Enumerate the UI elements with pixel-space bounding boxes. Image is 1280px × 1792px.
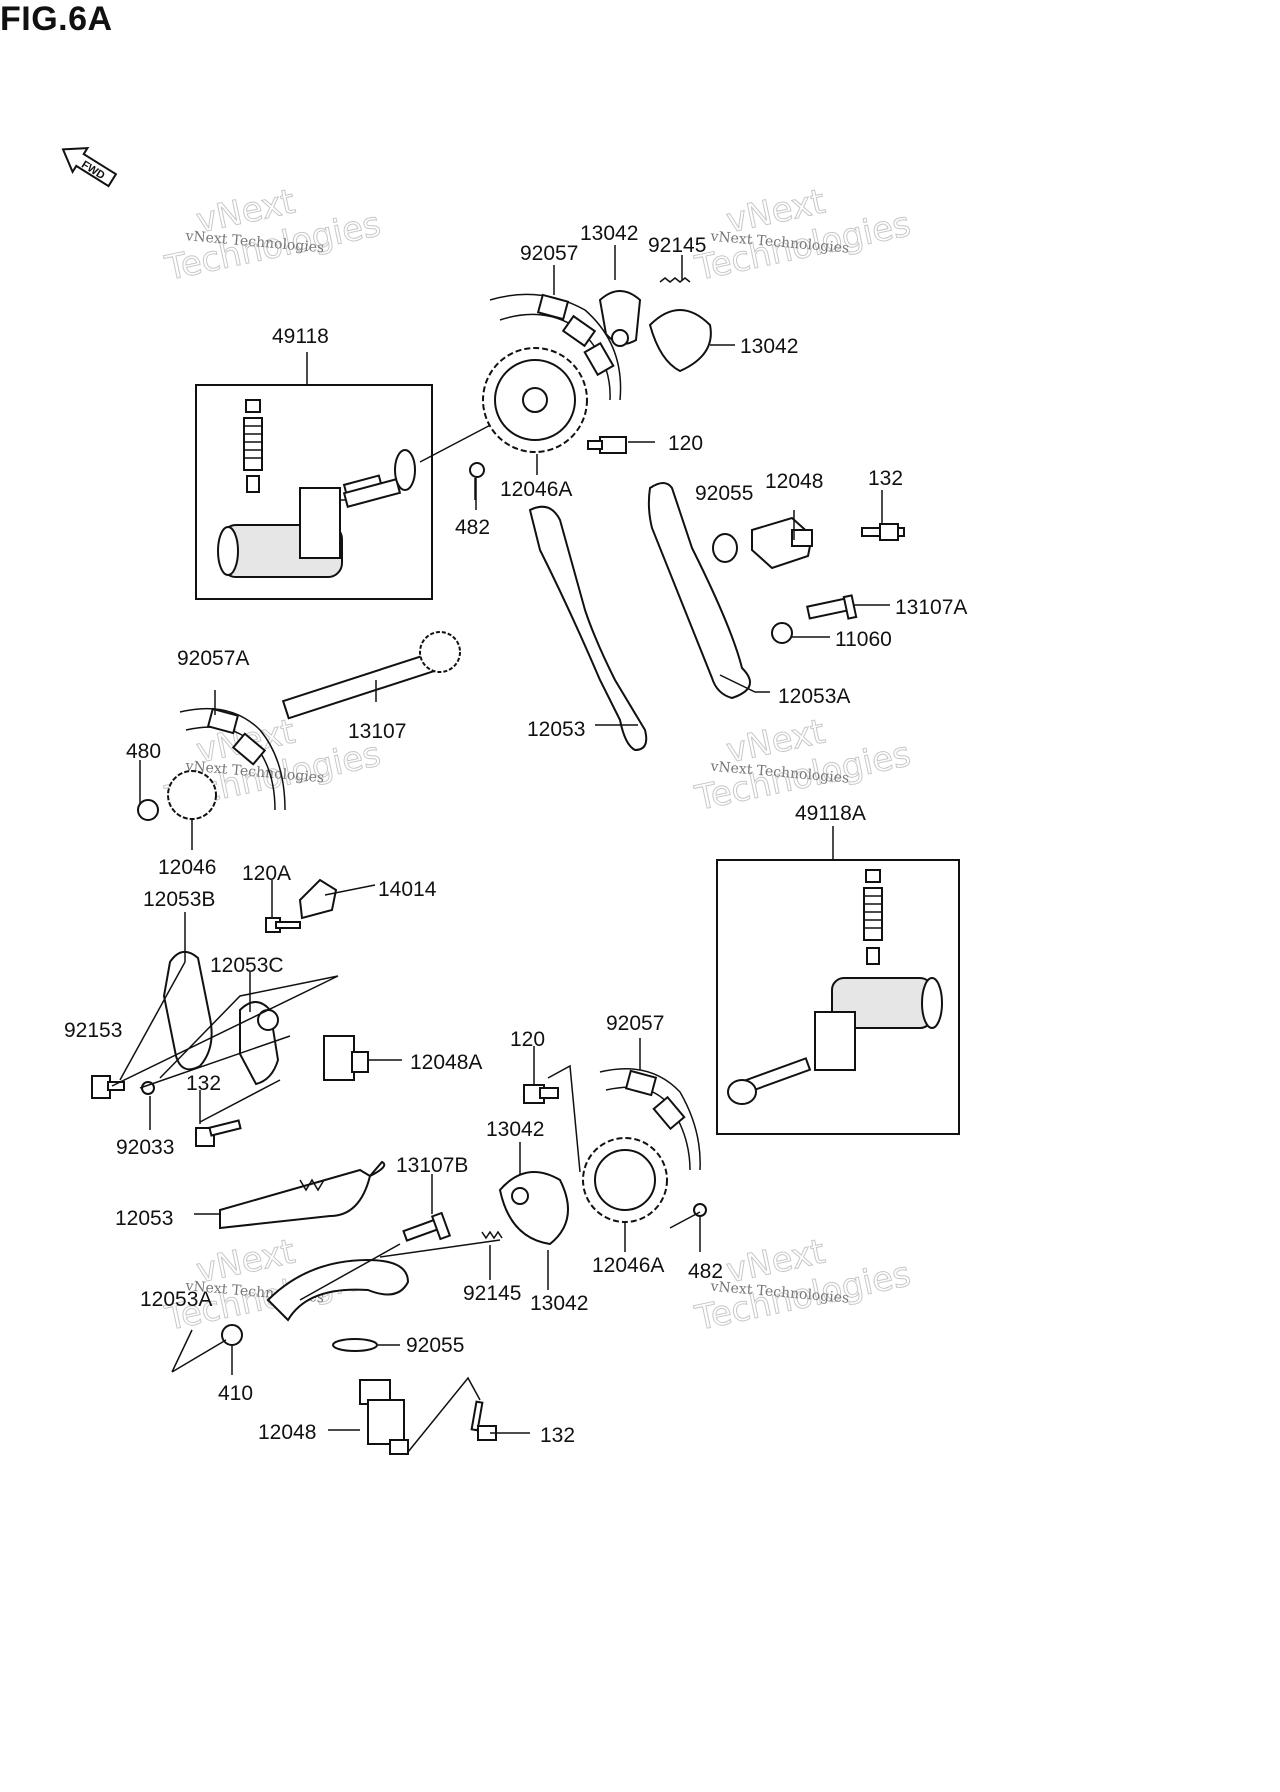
part-132-bot-bolt [470,1400,497,1441]
label-120-bot: 120 [510,1028,545,1051]
part-14014-bracket [298,878,338,920]
part-12053-top-guide [528,505,648,752]
label-92145-bot: 92145 [463,1282,521,1305]
part-132-top-bolt [861,523,905,541]
part-49118A-camshaft [727,869,943,1105]
leader-lines [119,245,890,1434]
part-12053A-top-guide [647,482,751,700]
label-13107B: 13107B [396,1154,468,1177]
label-132-top: 132 [868,467,903,490]
part-13042-top-plate [598,290,642,347]
part-49118-camshaft [217,399,416,578]
label-120A: 120A [242,862,291,885]
label-482-top: 482 [455,516,490,539]
watermark-top-right: vNext Technologies [691,181,915,289]
part-13107-shaft [281,631,461,720]
part-12048A-tensioner [323,1035,369,1081]
label-92057-top: 92057 [520,242,578,265]
label-92033: 92033 [116,1136,174,1159]
forward-arrow-icon: FWD [61,147,118,188]
label-13042-bot2: 13042 [530,1292,588,1315]
part-92057-top-chain [489,293,622,401]
label-120-top: 120 [668,432,703,455]
part-92145-bot-spring [481,1230,503,1240]
part-13042-bot-plate [498,1171,569,1246]
figure-title: FIG.6A [0,0,113,38]
part-12053C-plate [239,1001,280,1086]
label-12048A: 12048A [410,1051,482,1074]
label-92055-bot: 92055 [406,1334,464,1357]
label-92145-top: 92145 [648,234,706,257]
label-12048-bot: 12048 [258,1421,316,1444]
label-49118A: 49118A [795,802,866,825]
label-13107: 13107 [348,720,406,743]
label-12048-top: 12048 [765,470,823,493]
label-12053-top: 12053 [527,718,585,741]
part-12053-bot-guide [219,1160,386,1230]
label-12053-bot: 12053 [115,1207,173,1230]
part-13042-right-plate [648,309,712,373]
label-11060: 11060 [835,628,892,651]
part-12053A-bot-guide [266,1258,410,1322]
assembly-box-49118A [716,859,960,1135]
label-13042-top: 13042 [580,222,638,245]
part-12046A-bot-sprocket [582,1137,668,1223]
label-13042-bot: 13042 [486,1118,544,1141]
part-13107A-bolt [806,594,858,620]
label-410: 410 [218,1382,253,1405]
label-132-mid: 132 [186,1072,221,1095]
part-120-top-bolt [587,436,627,454]
label-92057A: 92057A [177,647,249,670]
label-12053A-top: 12053A [778,685,850,708]
part-12048-bot-tensioner [359,1379,409,1455]
label-13107A: 13107A [895,596,967,619]
label-92055-top: 92055 [695,482,753,505]
watermark-mid-right: vNext Technologies [691,711,915,819]
part-92057-bot-chain [599,1068,701,1171]
part-92055-bot-oring [332,1338,378,1352]
part-92055-top-oring [712,533,738,563]
assembly-box-49118 [195,384,433,600]
part-120-bot-bolt [523,1084,559,1104]
part-92145-top-spring [659,277,691,283]
part-12046-gear [167,770,217,820]
part-12048-top-tensioner [751,516,814,570]
label-13042-right: 13042 [740,335,798,358]
watermark-top-left: vNext Technologies [161,181,385,289]
label-132-bot: 132 [540,1424,575,1447]
part-13107B-bolt [402,1211,452,1242]
part-410-washer [221,1324,243,1346]
part-482-top-ring [469,462,485,478]
part-132-mid-bolt [195,1119,242,1147]
label-12053C: 12053C [210,954,284,977]
label-12053B: 12053B [143,888,215,911]
label-14014: 14014 [378,878,437,901]
label-482-bot: 482 [688,1260,723,1283]
part-12046A-top-sprocket [482,347,588,453]
label-12046A-bot: 12046A [592,1254,664,1277]
part-12053B-guide [162,951,213,1071]
part-120A-bolt [265,917,301,933]
part-92153-bolt [91,1075,125,1099]
label-12046A-top: 12046A [500,478,572,501]
label-12046: 12046 [158,856,216,879]
label-92153: 92153 [64,1019,122,1042]
part-11060-washer [771,622,793,644]
label-480: 480 [126,740,161,763]
label-12053A-bot: 12053A [140,1288,212,1311]
part-480-circlip [137,799,159,821]
label-49118: 49118 [272,325,329,348]
label-92057-bot: 92057 [606,1012,664,1035]
